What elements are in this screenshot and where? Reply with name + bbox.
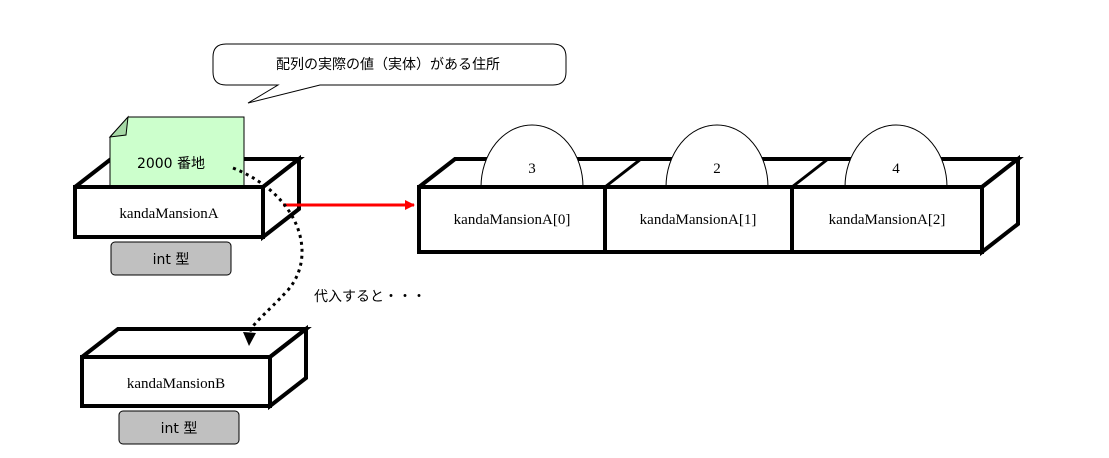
assignment-arrow — [232, 166, 304, 346]
assignment-note: 代入すると・・・ — [314, 289, 426, 305]
address-note-paper — [109, 116, 245, 188]
array-cell-value-ball — [665, 124, 769, 188]
array-cell: 2 kandaMansionA[1] — [603, 124, 794, 254]
array-cell: 4 kandaMansionA[2] — [790, 124, 984, 254]
variable-box-a: 2000 番地 kandaMansionA — [73, 115, 305, 242]
array-cell-front — [790, 185, 984, 254]
array-cell-label: kandaMansionA[0] — [454, 212, 571, 228]
array-cell-value: 3 — [528, 161, 536, 177]
array-cell-value-ball — [480, 124, 584, 188]
type-badge-b: int 型 — [118, 410, 240, 445]
array-box: 3 kandaMansionA[0] 2 kandaMansionA[1] 4 … — [417, 124, 1024, 257]
callout: 配列の実際の値（実体）がある住所 — [212, 43, 567, 104]
array-cell-value: 4 — [892, 161, 900, 177]
variable-box-a-front — [73, 185, 265, 239]
address-note-text: 2000 番地 — [137, 156, 205, 172]
callout-bubble — [212, 43, 567, 104]
array-cell: 3 kandaMansionA[0] — [417, 124, 607, 254]
variable-box-b: kandaMansionB — [80, 324, 312, 411]
variable-box-b-front — [80, 355, 272, 408]
callout-text: 配列の実際の値（実体）がある住所 — [276, 57, 500, 73]
array-cell-value: 2 — [713, 161, 721, 177]
variable-b-label: kandaMansionB — [127, 376, 225, 392]
address-note-fold — [108, 115, 129, 138]
array-cell-label: kandaMansionA[2] — [829, 212, 946, 228]
address-note: 2000 番地 — [108, 115, 245, 188]
type-badge-a: int 型 — [110, 241, 232, 276]
array-cell-label: kandaMansionA[1] — [640, 212, 757, 228]
type-badge-a-text: int 型 — [153, 252, 190, 268]
variable-a-label: kandaMansionA — [119, 206, 218, 222]
array-cell-value-ball — [844, 124, 948, 188]
type-badge-b-text: int 型 — [161, 421, 198, 437]
